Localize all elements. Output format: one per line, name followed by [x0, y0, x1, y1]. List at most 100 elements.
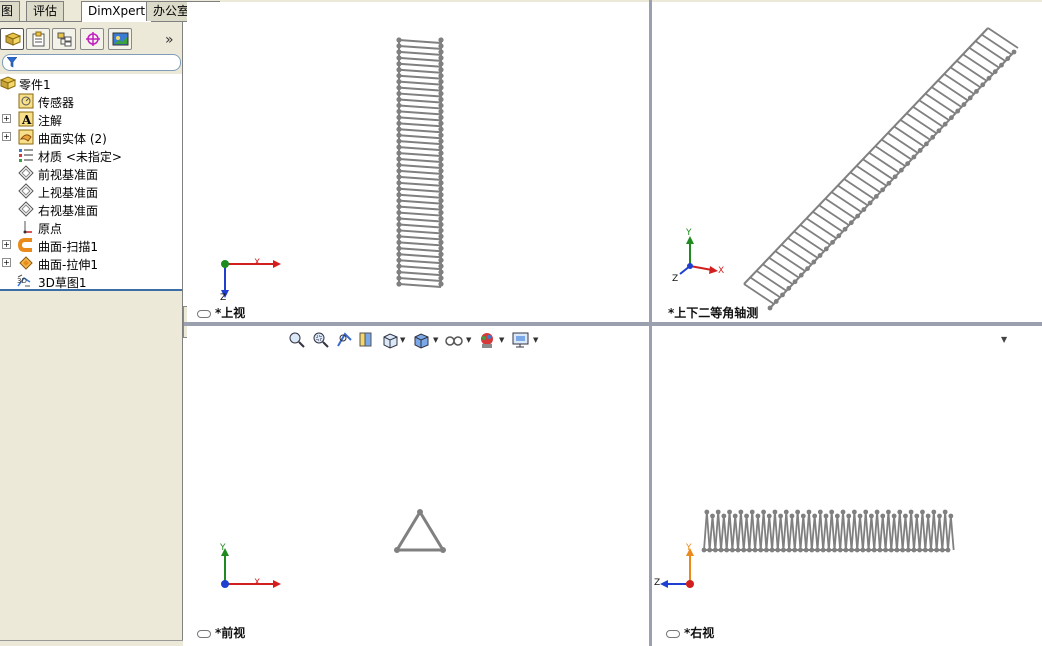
- previous-view-icon: [337, 332, 352, 347]
- sweep-edge: [839, 511, 844, 551]
- rollback-bar[interactable]: [0, 289, 182, 291]
- sweep-edge: [943, 73, 975, 95]
- vertex-point: [897, 509, 903, 515]
- triad-front: [221, 548, 281, 588]
- edit-appearance-dropdown[interactable]: ▼: [499, 336, 505, 344]
- tree-item-origin[interactable]: 原点: [0, 218, 182, 236]
- sweep-edge: [819, 511, 825, 551]
- tab-sketch[interactable]: 图: [0, 1, 21, 21]
- more-tabs-chevron[interactable]: »: [165, 32, 174, 48]
- edit-appearance-button[interactable]: [477, 330, 497, 350]
- tree-item-right-plane[interactable]: 右视基准面: [0, 200, 182, 218]
- property-manager-tab[interactable]: [26, 28, 50, 50]
- sweep-edge: [937, 79, 969, 102]
- sweep-edge: [844, 515, 850, 551]
- sweep-edge: [398, 80, 442, 86]
- tree-item-annotations[interactable]: + A 注解: [2, 111, 63, 128]
- previous-view-button[interactable]: [335, 330, 355, 350]
- view-orientation-button[interactable]: [381, 330, 401, 350]
- viewport-top[interactable]: X Z *上视: [187, 2, 649, 322]
- sweep-edge: [398, 211, 442, 217]
- viewport-divider-horizontal[interactable]: [184, 322, 1042, 326]
- sweep-edge: [843, 178, 875, 200]
- apply-scene-button[interactable]: [511, 330, 531, 350]
- sweep-edge: [799, 515, 805, 551]
- tree-item-front-plane[interactable]: 前视基准面: [0, 164, 182, 182]
- sweep-edge: [873, 511, 878, 551]
- tab-dimxpert[interactable]: DimXpert: [81, 1, 153, 22]
- viewport-label-right[interactable]: *右视: [666, 624, 714, 641]
- sweep-edge: [398, 169, 442, 175]
- tree-item-sweep-surface[interactable]: + 曲面-扫描1: [0, 236, 182, 254]
- apply-scene-dropdown[interactable]: ▼: [533, 336, 539, 344]
- hide-show-dropdown[interactable]: ▼: [466, 336, 472, 344]
- sweep-edge: [728, 511, 734, 551]
- vertex-point: [834, 513, 840, 519]
- sweep-edge: [842, 511, 847, 551]
- viewport-right[interactable]: Z Y *右视: [652, 326, 1042, 642]
- dimxpert-manager-tab[interactable]: [80, 28, 104, 50]
- tree-item-top-plane[interactable]: 上视基准面: [0, 182, 182, 200]
- viewport-front[interactable]: X Y *前视: [187, 326, 649, 642]
- tree-item-part[interactable]: 零件1: [0, 74, 182, 92]
- configuration-manager-icon: [57, 32, 72, 47]
- tree-item-sensors[interactable]: 传感器: [0, 92, 182, 110]
- vertex-point: [961, 102, 967, 107]
- tree-item-extrude-surface[interactable]: + 曲面-拉伸1: [0, 254, 182, 272]
- sweep-edge: [827, 511, 833, 551]
- viewport-label-dimetric[interactable]: *上下二等角轴测: [668, 306, 759, 320]
- tab-evaluate[interactable]: 评估: [26, 1, 65, 21]
- filter-icon: [7, 57, 17, 68]
- feature-manager-tab[interactable]: [0, 28, 24, 50]
- display-style-dropdown[interactable]: ▼: [433, 336, 439, 344]
- expand-toggle[interactable]: +: [2, 240, 11, 249]
- sweep-edge: [974, 40, 1006, 62]
- vertex-point: [773, 299, 779, 304]
- right-view-geometry: [701, 509, 955, 553]
- vertex-point: [1005, 56, 1011, 61]
- expand-toggle[interactable]: +: [2, 114, 11, 123]
- sweep-edge: [398, 199, 442, 205]
- view-orientation-dropdown[interactable]: ▼: [400, 336, 406, 344]
- tree-item-3d-sketch[interactable]: 3D 3D草图1: [0, 272, 182, 290]
- sweep-edge: [768, 256, 800, 279]
- tree-item-material[interactable]: 材质 <未指定>: [0, 146, 182, 164]
- vertex-point: [905, 161, 911, 166]
- plane-icon: [18, 165, 34, 181]
- link-views-icon: [197, 309, 211, 318]
- sweep-edge: [887, 511, 893, 551]
- tree-item-surface-bodies[interactable]: + 曲面实体 (2): [0, 128, 182, 146]
- vertex-point: [778, 513, 784, 519]
- vertex-point: [806, 509, 812, 515]
- sweep-edge: [398, 235, 442, 241]
- sweep-edge: [756, 270, 788, 292]
- axis-label-x: X: [254, 258, 261, 268]
- display-style-button[interactable]: [412, 330, 432, 350]
- section-view-button[interactable]: [357, 330, 377, 350]
- viewport-label-front[interactable]: *前视: [197, 624, 245, 641]
- sweep-edge: [398, 181, 442, 187]
- sweep-edge: [932, 511, 938, 551]
- zoom-to-fit-button[interactable]: [287, 330, 307, 350]
- panel-empty-area: [0, 291, 182, 643]
- sweep-rail: [743, 27, 989, 285]
- expand-toggle[interactable]: +: [2, 132, 11, 141]
- sweep-edge: [924, 92, 956, 115]
- hide-show-items-button[interactable]: [444, 330, 464, 350]
- sweep-edge: [739, 511, 745, 551]
- configuration-manager-tab[interactable]: [52, 28, 76, 50]
- tree-filter-input[interactable]: [2, 54, 181, 71]
- display-manager-tab[interactable]: [108, 28, 132, 50]
- zoom-to-area-button[interactable]: [311, 330, 331, 350]
- viewport-menu-dropdown[interactable]: ▼: [1001, 335, 1008, 344]
- sweep-edge: [949, 515, 955, 551]
- sweep-edge: [856, 515, 861, 551]
- viewport-label-top[interactable]: *上视: [197, 304, 245, 321]
- vertex-point: [812, 513, 818, 519]
- sweep-edge: [907, 511, 913, 551]
- expand-toggle[interactable]: +: [2, 258, 11, 267]
- part-icon: [0, 76, 16, 90]
- sweep-edge: [874, 145, 906, 167]
- viewport-dimetric[interactable]: Y X Z *上下二等角轴测: [652, 2, 1042, 322]
- sweep-edge: [947, 515, 952, 551]
